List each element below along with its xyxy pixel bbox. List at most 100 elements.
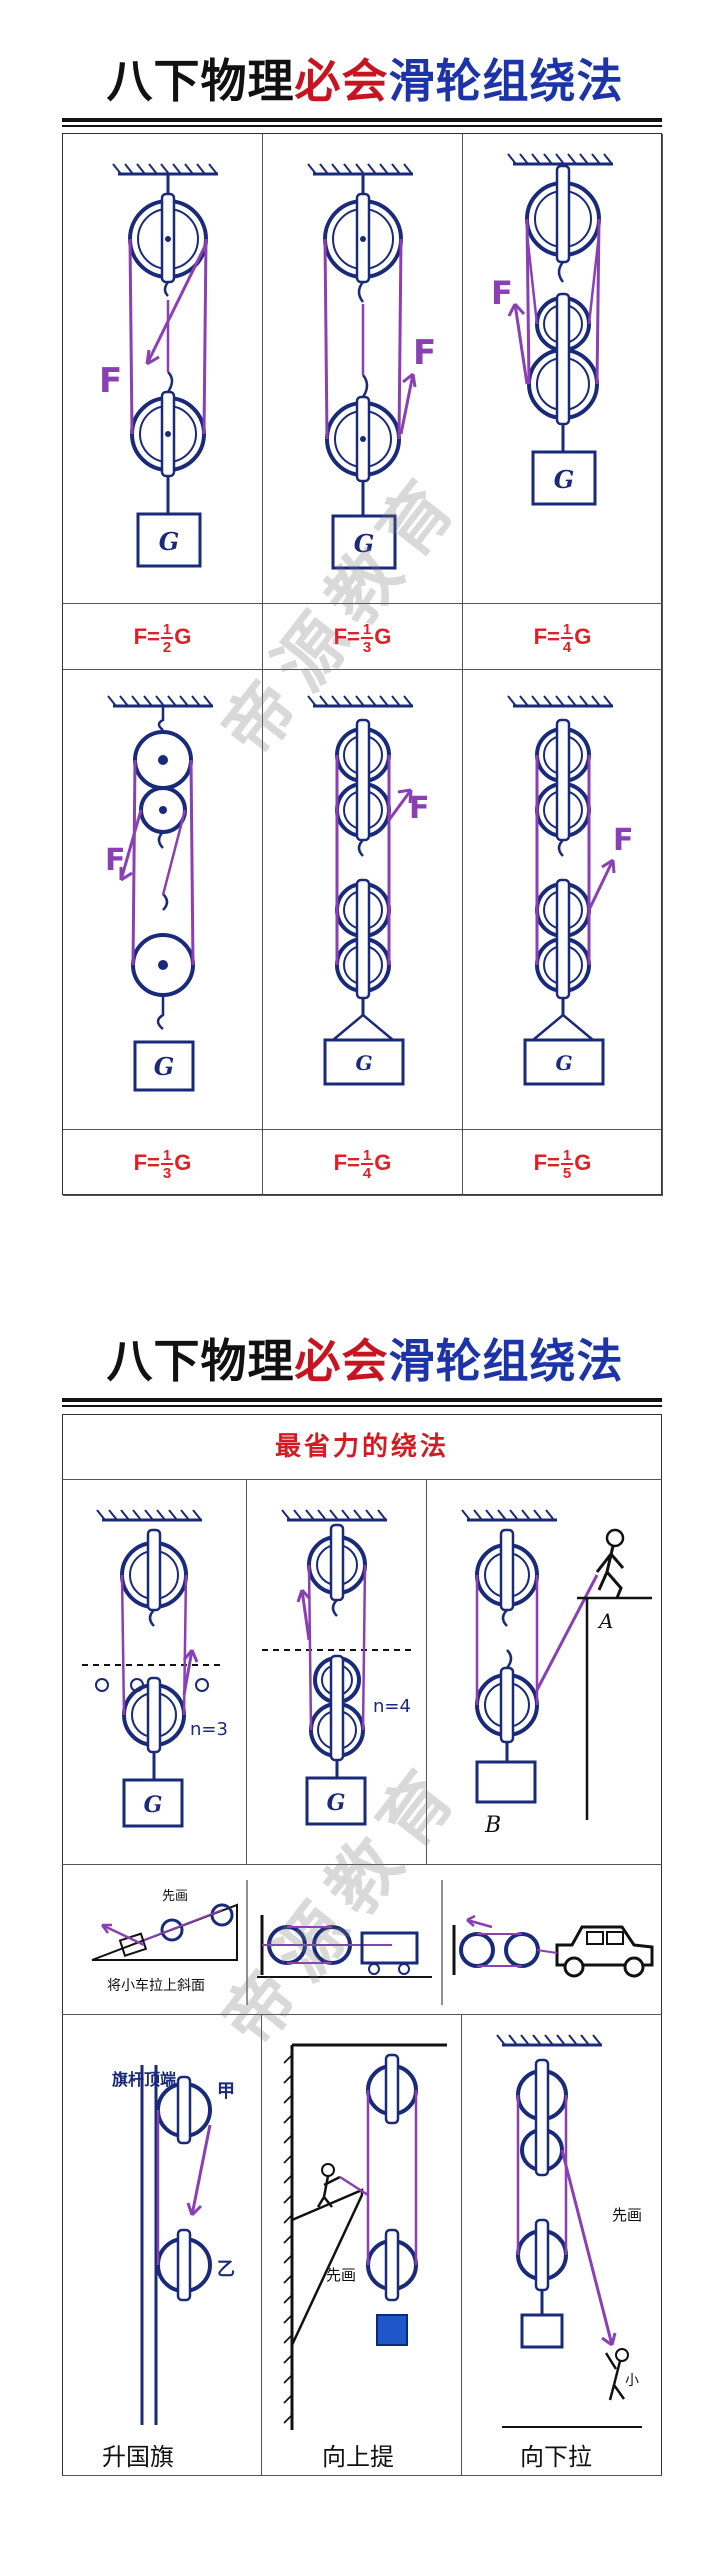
ceiling-icon bbox=[461, 1509, 557, 1522]
ceiling-icon bbox=[96, 1509, 202, 1522]
ceiling-icon bbox=[307, 163, 413, 176]
label-yi: 乙 bbox=[217, 2259, 235, 2280]
force-label: F bbox=[99, 361, 122, 401]
load-label: G bbox=[555, 1051, 572, 1075]
caption-flag: 升国旗 bbox=[102, 2443, 174, 2471]
cart-pulley-diagram bbox=[257, 1915, 432, 1978]
pulley-diagram-n3: F G bbox=[263, 134, 463, 604]
load-label: G bbox=[327, 1790, 346, 1816]
load-block bbox=[331, 514, 397, 570]
pulley-diagram-n3-stacked: F G bbox=[63, 670, 263, 1130]
lift-note: 先画 bbox=[326, 2266, 356, 2284]
fixed-pulley-small-icon bbox=[139, 786, 187, 834]
load-block bbox=[523, 1038, 605, 1086]
section2-subheading: 最省力的绕法 bbox=[62, 1414, 662, 1480]
car-icon bbox=[555, 1925, 654, 1978]
caption-lift: 向上提 bbox=[322, 2443, 394, 2471]
fixed-pulley-icon bbox=[475, 1528, 539, 1612]
movable-pulley-icon bbox=[130, 390, 206, 478]
min-force-diagram-n4: n=4 G bbox=[247, 1480, 427, 1865]
load-label: G bbox=[554, 465, 575, 494]
fixed-pulley-icon bbox=[120, 1528, 188, 1612]
section2-title: 八下物理必会滑轮组绕法 bbox=[60, 1330, 670, 1392]
section1-title: 八下物理必会滑轮组绕法 bbox=[60, 50, 670, 112]
incline-note: 先画 bbox=[162, 1889, 188, 1904]
pulley-diagram-n4: F G bbox=[463, 134, 663, 604]
pull-note: 先画 bbox=[612, 2206, 642, 2224]
ceiling-icon bbox=[307, 695, 413, 708]
load-label: G bbox=[154, 1052, 175, 1081]
person-label: 小 bbox=[625, 2373, 639, 2389]
load-label: G bbox=[144, 1792, 163, 1818]
n-label: n=4 bbox=[373, 1696, 411, 1717]
force-label: F bbox=[613, 823, 634, 858]
label-b: B bbox=[484, 1813, 501, 1838]
title-part-blue: 滑轮组绕法 bbox=[388, 54, 624, 108]
load-block bbox=[323, 1038, 405, 1086]
min-force-diagram-person: A B bbox=[427, 1480, 662, 1865]
pulley-diagram-n2: F G bbox=[63, 134, 263, 604]
caption-pull: 向下拉 bbox=[520, 2443, 592, 2471]
fixed-pulley-icon bbox=[525, 164, 601, 264]
ceiling-icon bbox=[496, 2034, 602, 2047]
ceiling-icon bbox=[107, 695, 213, 708]
load-block bbox=[305, 1776, 367, 1826]
person-icon bbox=[595, 1528, 625, 1599]
pull-down-diagram: 先画 小 向下拉 bbox=[462, 2015, 662, 2476]
min-force-diagram-n3: n=3 G bbox=[62, 1480, 247, 1865]
fixed-pulley-icon bbox=[133, 730, 193, 790]
person-icon bbox=[316, 2163, 341, 2208]
force-label: F bbox=[413, 333, 436, 373]
movable-pulley-icon bbox=[366, 2228, 418, 2302]
movable-pulley-icon bbox=[475, 1666, 539, 1744]
fixed-pulley-icon bbox=[323, 192, 403, 284]
movable-pulley-icon bbox=[156, 2228, 212, 2302]
load-block bbox=[133, 1040, 195, 1092]
title-part-black: 八下物理 bbox=[106, 54, 295, 108]
n-label: n=3 bbox=[190, 1719, 228, 1740]
ceiling-icon bbox=[507, 153, 613, 166]
label-a: A bbox=[597, 1609, 613, 1633]
fixed-pulley-icon bbox=[366, 2053, 418, 2125]
car-pulley-diagram bbox=[452, 1914, 654, 1978]
title-rule-thick bbox=[62, 118, 662, 122]
load-label: G bbox=[354, 529, 375, 558]
movable-pulley-icon bbox=[131, 933, 195, 997]
ceiling-icon bbox=[281, 1509, 387, 1522]
incline-caption: 将小车拉上斜面 bbox=[107, 1977, 205, 1994]
force-label: F bbox=[105, 843, 126, 878]
load-label: G bbox=[159, 527, 180, 556]
load-block bbox=[136, 512, 202, 568]
ceiling-icon bbox=[507, 695, 613, 708]
title-part-blue: 滑轮组绕法 bbox=[388, 1334, 624, 1388]
lift-up-diagram: 先画 向上提 bbox=[262, 2015, 462, 2476]
load-block bbox=[531, 450, 597, 506]
movable-pulley-icon bbox=[325, 395, 401, 483]
section1-grid: F G F G bbox=[62, 133, 663, 1196]
title-rule-thick bbox=[62, 1398, 662, 1402]
incline-diagram: 先画 将小车拉上斜面 bbox=[91, 1889, 238, 1994]
load-block bbox=[520, 2313, 564, 2349]
horizontal-pulley-row: 先画 将小车拉上斜面 bbox=[62, 1865, 662, 2015]
load-block bbox=[475, 1760, 537, 1804]
title-part-black: 八下物理 bbox=[106, 1334, 295, 1388]
load-block bbox=[376, 2314, 408, 2346]
title-rule-thin bbox=[62, 1405, 662, 1407]
movable-pulley-icon bbox=[516, 2218, 568, 2292]
label-jia: 甲 bbox=[217, 2081, 235, 2102]
force-label: F bbox=[409, 791, 430, 826]
load-block bbox=[122, 1778, 184, 1828]
flag-raising-diagram: 旗杆顶端 甲 乙 升国旗 bbox=[62, 2015, 262, 2476]
ceiling-icon bbox=[112, 163, 218, 176]
force-label: F bbox=[491, 274, 513, 312]
title-rule-thin bbox=[62, 125, 662, 127]
fixed-pulley-icon bbox=[516, 2058, 568, 2177]
person-icon bbox=[604, 2348, 629, 2401]
load-label: G bbox=[355, 1051, 372, 1075]
